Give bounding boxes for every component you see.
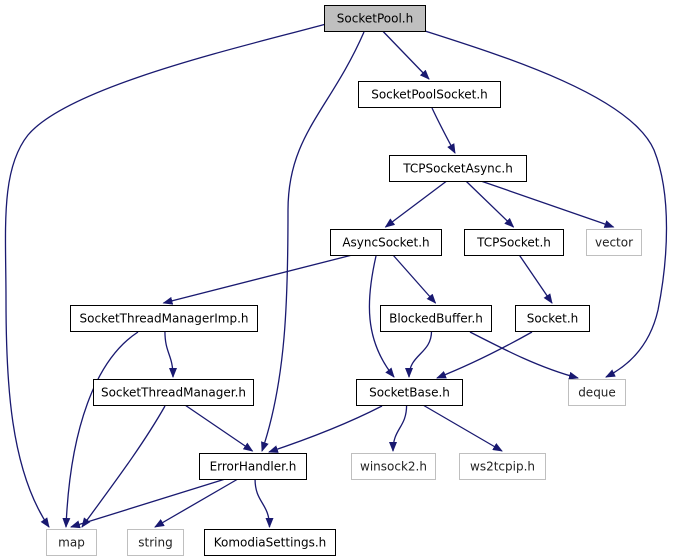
node-label: SocketPool.h: [337, 12, 413, 26]
node-tcpsocket[interactable]: TCPSocket.h: [464, 229, 564, 256]
node-box: [358, 81, 501, 108]
node-label: SocketPoolSocket.h: [371, 88, 488, 102]
node-label: Socket.h: [527, 312, 579, 326]
edge-socketpool-to-errorhandler: [261, 31, 365, 452]
node-errorhandler[interactable]: ErrorHandler.h: [199, 453, 307, 480]
node-label: map: [58, 536, 85, 550]
node-label: vector: [595, 236, 633, 250]
node-box: [389, 155, 527, 182]
node-ws2tcpip: ws2tcpip.h: [459, 453, 546, 480]
edge-socketpool-to-map: [4, 23, 327, 528]
edge-socket-to-socketbase: [436, 331, 533, 379]
edges-layer: [4, 23, 668, 529]
node-box: [356, 379, 463, 406]
edge-socketbase-to-errorhandler: [268, 405, 383, 453]
edge-tcpsocket-to-socket: [518, 254, 553, 304]
node-winsock2: winsock2.h: [351, 453, 436, 480]
node-stmimp[interactable]: SocketThreadManagerImp.h: [70, 305, 258, 332]
node-label: TCPSocket.h: [476, 236, 551, 250]
node-label: ws2tcpip.h: [470, 460, 535, 474]
node-label: deque: [578, 386, 616, 400]
node-socketpoolsocket[interactable]: SocketPoolSocket.h: [358, 81, 501, 108]
node-box: [204, 529, 336, 556]
edge-socketbase-to-winsock2: [389, 404, 408, 452]
node-box: [46, 529, 97, 556]
edge-blockedbuffer-to-socketbase: [405, 330, 433, 378]
edge-tcpsocketasync-to-tcpsocket: [465, 180, 515, 228]
node-label: string: [138, 536, 172, 550]
node-label: TCPSocketAsync.h: [402, 162, 513, 176]
node-label: winsock2.h: [360, 460, 427, 474]
edge-errorhandler-to-string: [154, 478, 239, 528]
node-box: [568, 379, 626, 406]
edge-socketpool-to-socketpoolsocket: [382, 30, 430, 80]
node-box: [330, 229, 442, 256]
edge-errorhandler-to-map: [70, 478, 226, 529]
node-label: SocketThreadManager.h: [101, 386, 246, 400]
node-tcpsocketasync[interactable]: TCPSocketAsync.h: [389, 155, 527, 182]
edge-socketpool-to-deque: [421, 29, 668, 378]
node-label: SocketBase.h: [369, 386, 450, 400]
node-box: [586, 229, 642, 256]
node-blockedbuffer[interactable]: BlockedBuffer.h: [380, 305, 492, 332]
edge-asyncsocket-to-stmimp: [162, 254, 353, 305]
node-label: BlockedBuffer.h: [389, 312, 483, 326]
edge-asyncsocket-to-socketbase: [368, 255, 395, 378]
node-stm[interactable]: SocketThreadManager.h: [93, 379, 254, 406]
edge-blockedbuffer-to-deque: [469, 331, 579, 380]
edge-tcpsocketasync-to-asyncsocket: [384, 180, 448, 228]
node-map: map: [46, 529, 97, 556]
node-string: string: [127, 529, 184, 556]
node-deque: deque: [568, 379, 626, 406]
edge-asyncsocket-to-blockedbuffer: [392, 254, 437, 304]
node-label: KomodiaSettings.h: [214, 536, 327, 550]
node-box: [380, 305, 492, 332]
node-label: SocketThreadManagerImp.h: [80, 312, 249, 326]
edge-stm-to-map: [81, 405, 166, 528]
node-box: [127, 529, 184, 556]
edge-stm-to-errorhandler: [184, 404, 254, 452]
edge-socketpoolsocket-to-tcpsocketasync: [431, 107, 456, 154]
node-socketpool[interactable]: SocketPool.h: [324, 5, 426, 32]
node-box: [515, 305, 590, 332]
node-vector: vector: [586, 229, 642, 256]
node-komodia[interactable]: KomodiaSettings.h: [204, 529, 336, 556]
node-box: [199, 453, 307, 480]
edge-stmimp-to-map: [62, 331, 139, 528]
node-box: [464, 229, 564, 256]
node-box: [93, 379, 254, 406]
node-socketbase[interactable]: SocketBase.h: [356, 379, 463, 406]
edge-stmimp-to-stm: [164, 330, 177, 378]
node-label: ErrorHandler.h: [210, 460, 297, 474]
node-box: [70, 305, 258, 332]
node-socket[interactable]: Socket.h: [515, 305, 590, 332]
node-asyncsocket[interactable]: AsyncSocket.h: [330, 229, 442, 256]
nodes-layer: SocketPool.hSocketPoolSocket.hTCPSocketA…: [46, 5, 642, 556]
edge-socketbase-to-ws2tcpip: [422, 404, 503, 452]
node-box: [459, 453, 546, 480]
edge-tcpsocketasync-to-vector: [480, 180, 615, 228]
edge-errorhandler-to-komodia: [254, 478, 274, 528]
node-label: AsyncSocket.h: [342, 236, 429, 250]
node-box: [324, 5, 426, 32]
node-box: [351, 453, 436, 480]
